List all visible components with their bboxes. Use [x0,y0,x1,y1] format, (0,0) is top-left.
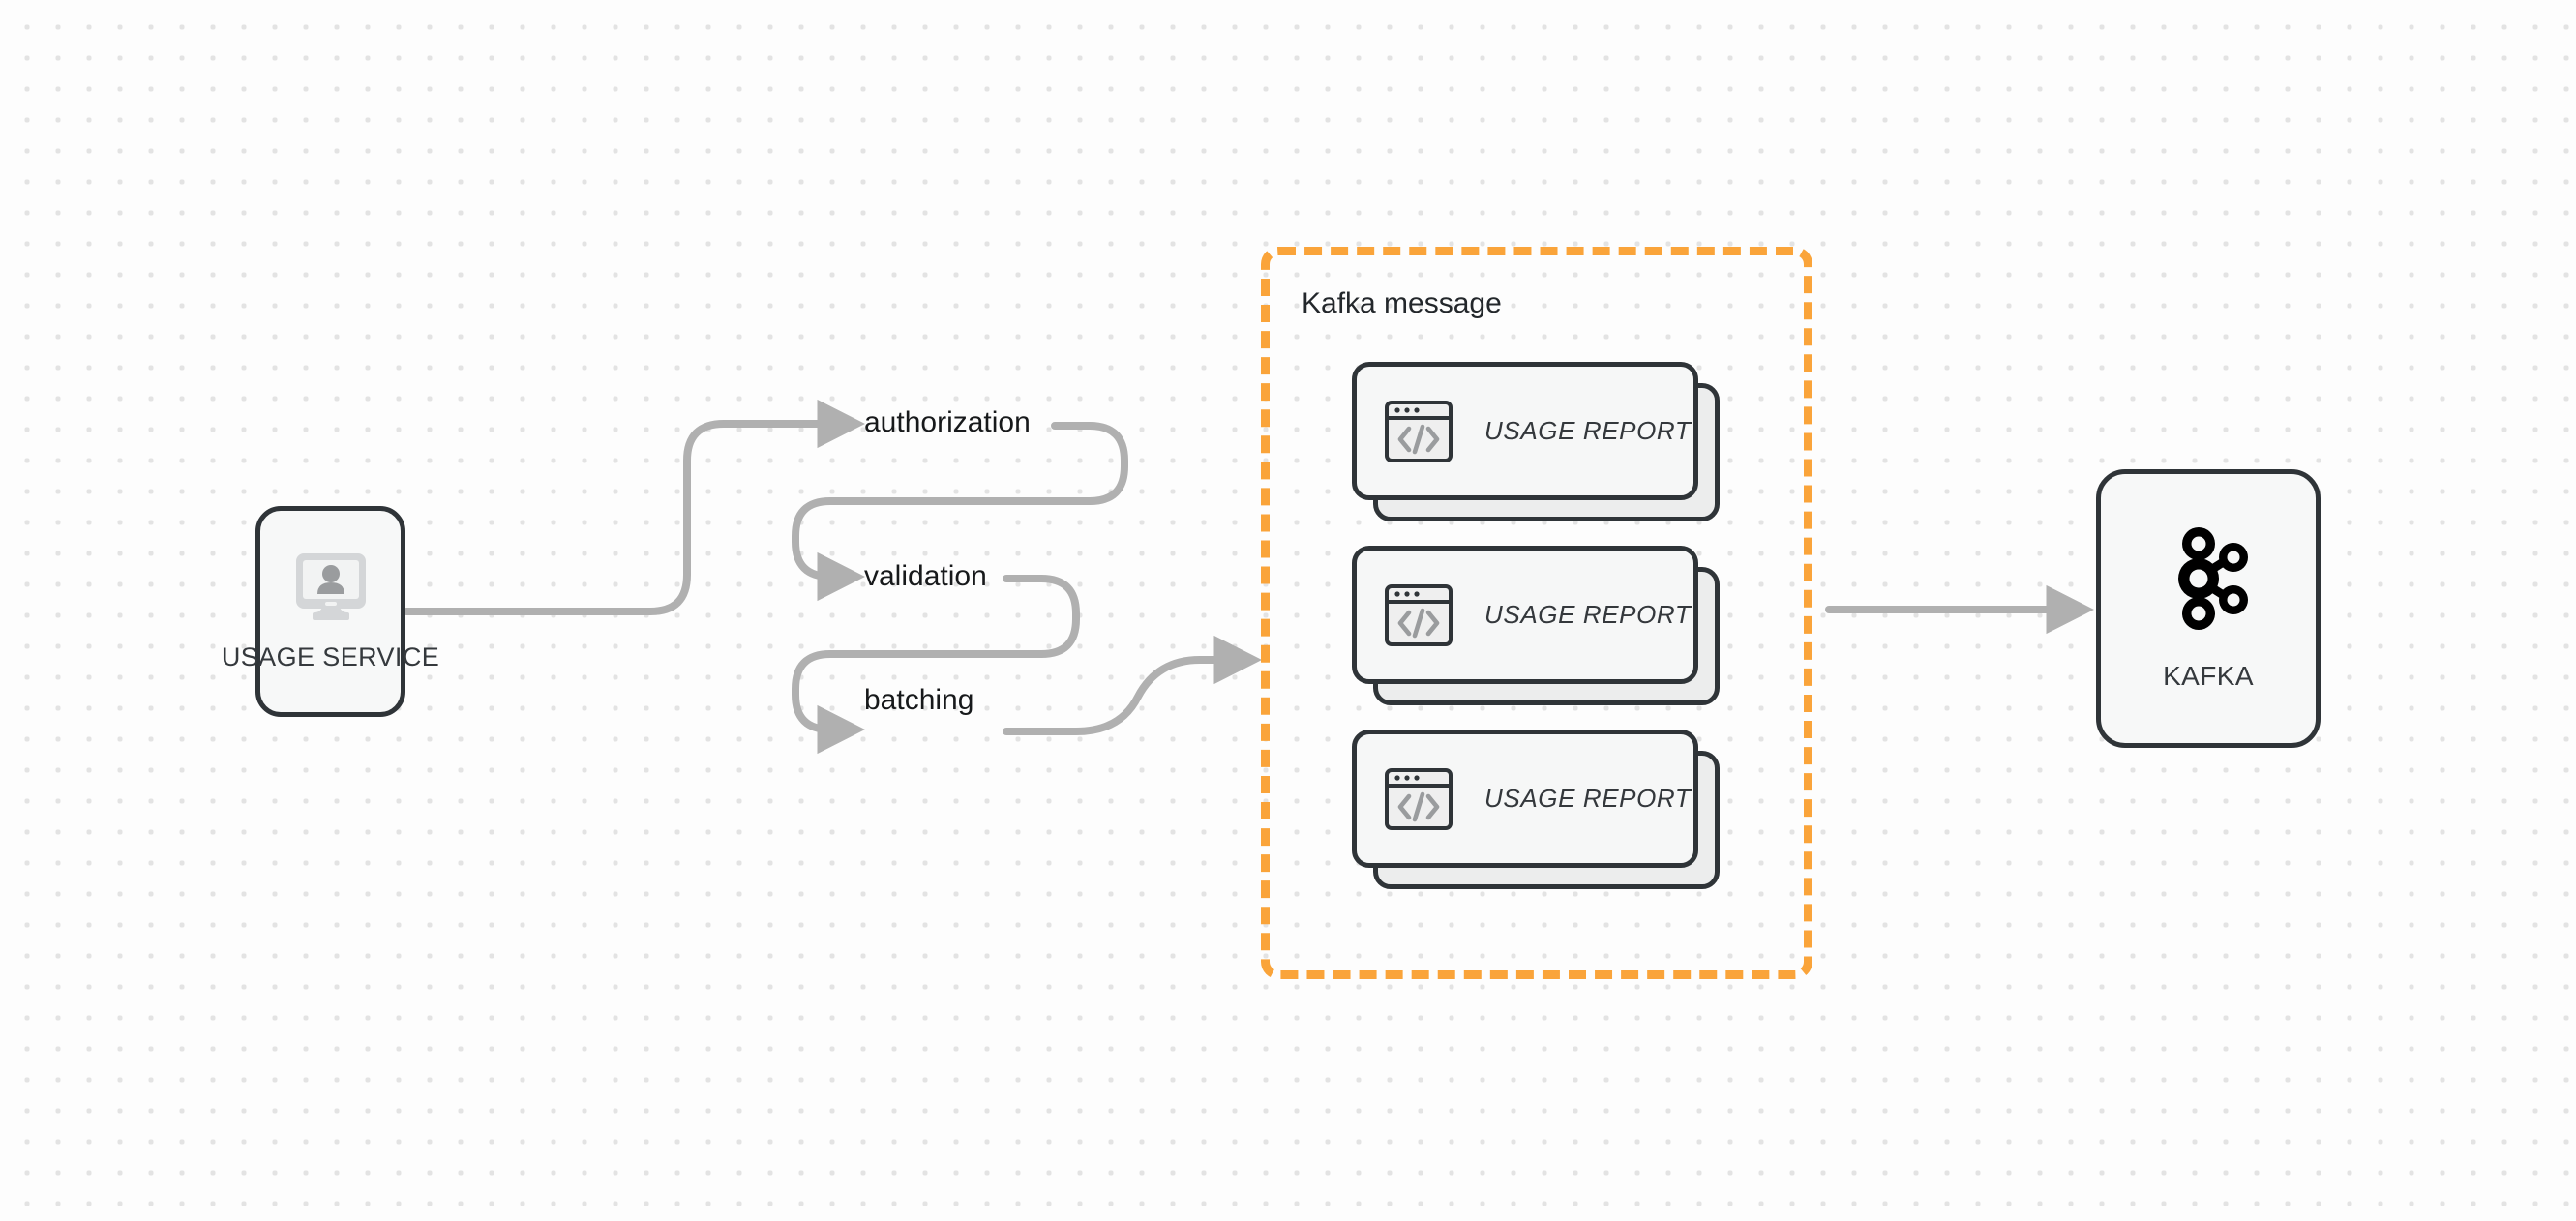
code-window-icon [1384,764,1453,834]
card-front[interactable]: USAGE REPORT [1352,362,1698,500]
usage-report-card[interactable]: USAGE REPORT [1352,730,1720,889]
code-window-icon [1384,397,1453,466]
usage-report-label: USAGE REPORT [1484,600,1692,629]
step-label-batching: batching [864,684,974,716]
edge-usage-service-to-authorization [403,399,865,615]
edge-batching-to-kafka-message [1003,635,1262,735]
usage-report-card[interactable]: USAGE REPORT [1352,362,1720,521]
node-usage-service-label: USAGE SERVICE [221,642,440,671]
step-label-authorization: authorization [864,406,1031,438]
edge-authorization-to-validation [792,422,1128,602]
usage-report-label: USAGE REPORT [1484,416,1692,445]
group-kafka-message-title: Kafka message [1302,287,1502,319]
group-kafka-message [1261,247,1812,979]
code-window-icon [1384,581,1453,650]
node-kafka[interactable]: KAFKA [2096,469,2321,748]
card-front[interactable]: USAGE REPORT [1352,546,1698,684]
node-usage-service[interactable]: USAGE SERVICE [222,506,439,717]
kafka-logo-icon [2162,526,2255,636]
step-label-validation: validation [864,560,987,592]
monitor-user-icon [293,551,369,627]
card-front[interactable]: USAGE REPORT [1352,730,1698,868]
usage-report-label: USAGE REPORT [1484,784,1692,813]
usage-report-card[interactable]: USAGE REPORT [1352,546,1720,705]
node-kafka-label: KAFKA [2163,660,2254,691]
